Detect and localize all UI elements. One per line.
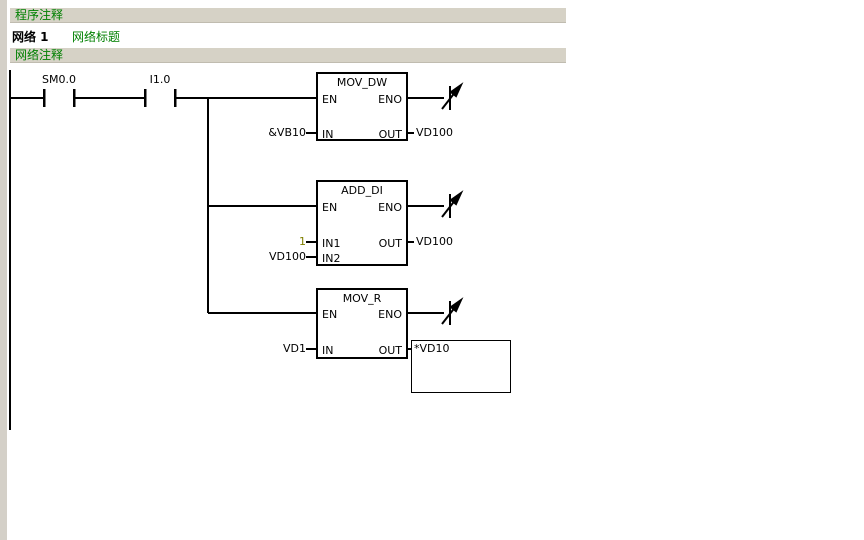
contact-sm0-0[interactable]	[42, 89, 76, 107]
pin-eno: ENO	[378, 93, 402, 106]
operand-mov-dw-out[interactable]: VD100	[416, 126, 453, 139]
block-mov-r[interactable]: MOV_R EN ENO IN OUT	[316, 288, 408, 359]
pin-en: EN	[322, 201, 338, 214]
network-title-label[interactable]: 网络标题	[72, 30, 121, 44]
operand-add-di-in1[interactable]: 1	[299, 235, 306, 248]
block-add-di[interactable]: ADD_DI EN ENO IN1 IN2 OUT	[316, 180, 408, 266]
block-title: ADD_DI	[341, 184, 383, 197]
block-title: MOV_DW	[336, 76, 388, 89]
block-title: MOV_R	[342, 292, 382, 305]
pin-in: IN	[322, 344, 334, 357]
operand-mov-r-out[interactable]: *VD10	[414, 342, 450, 355]
pin-out: OUT	[378, 237, 402, 250]
pin-in: IN	[322, 128, 334, 141]
program-comment-bar[interactable]: 程序注释	[10, 8, 566, 23]
pin-in1: IN1	[322, 237, 341, 250]
contact-label-i1-0[interactable]: I1.0	[149, 73, 171, 86]
contact-label-sm0-0[interactable]: SM0.0	[42, 73, 76, 86]
network-number-label[interactable]: 网络 1	[12, 30, 49, 44]
pin-out: OUT	[378, 344, 402, 357]
block-mov-dw[interactable]: MOV_DW EN ENO IN OUT	[316, 72, 408, 141]
network-comment-bar[interactable]: 网络注释	[10, 48, 566, 63]
contact-i1-0[interactable]	[143, 89, 177, 107]
pin-en: EN	[322, 93, 338, 106]
pin-en: EN	[322, 308, 338, 321]
operand-add-di-in2[interactable]: VD100	[269, 250, 306, 263]
pin-eno: ENO	[378, 201, 402, 214]
open-wire-arrow	[441, 82, 464, 110]
pin-eno: ENO	[378, 308, 402, 321]
open-wire-arrow	[441, 297, 464, 325]
operand-mov-dw-in[interactable]: &VB10	[268, 126, 306, 139]
ladder-wiring	[9, 70, 464, 430]
operand-mov-r-in[interactable]: VD1	[283, 342, 306, 355]
open-wire-arrow	[441, 190, 464, 218]
operand-selection-box[interactable]	[411, 340, 511, 393]
pin-out: OUT	[378, 128, 402, 141]
pin-in2: IN2	[322, 252, 341, 265]
left-margin-strip	[0, 0, 8, 540]
operand-add-di-out[interactable]: VD100	[416, 235, 453, 248]
